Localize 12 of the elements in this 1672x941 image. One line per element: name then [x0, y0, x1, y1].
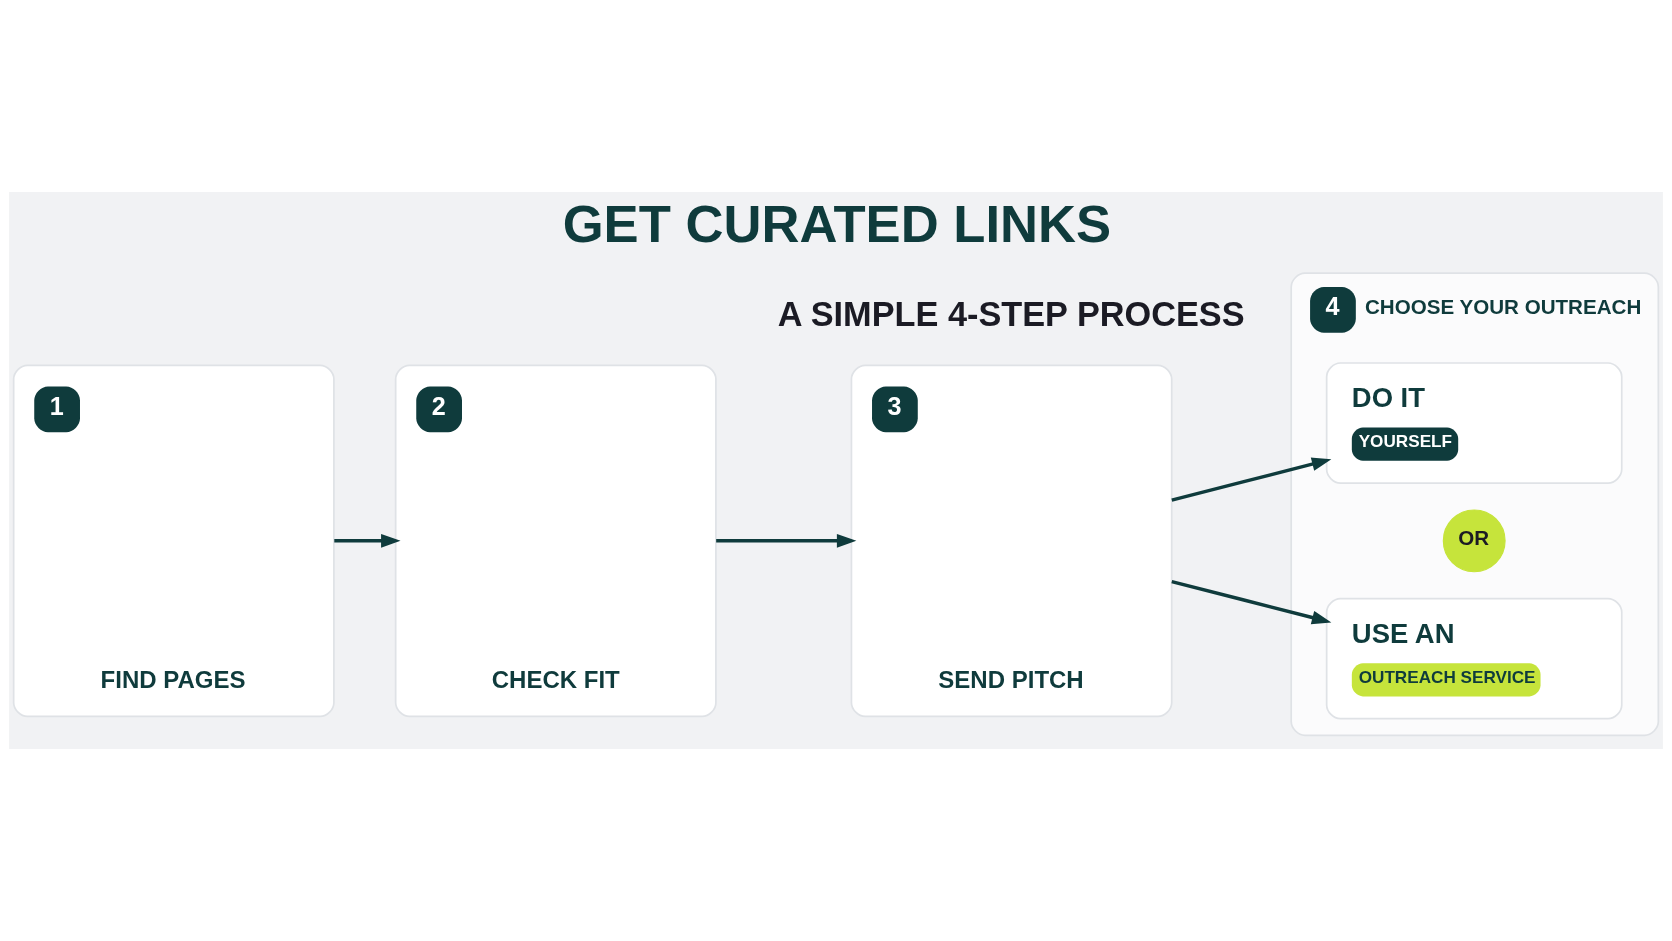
- node-circle: OR: [1442, 509, 1506, 573]
- node-box: 1 FIND PAGES: [12, 364, 335, 718]
- node-box: 3 SEND PITCH: [850, 364, 1173, 718]
- arrow: [716, 534, 857, 548]
- arrow: [1171, 457, 1332, 502]
- node-box: 2 CHECK FIT: [394, 364, 717, 718]
- arrow: [334, 534, 401, 548]
- node-box: USE AN OUTREACH SERVICE: [1325, 597, 1623, 720]
- label: A SIMPLE 4-STEP PROCESS: [777, 295, 1245, 334]
- arrow: [1171, 579, 1332, 625]
- diagram-title: GET CURATED LINKS: [562, 194, 1112, 254]
- node-box: DO IT YOURSELF: [1325, 362, 1623, 484]
